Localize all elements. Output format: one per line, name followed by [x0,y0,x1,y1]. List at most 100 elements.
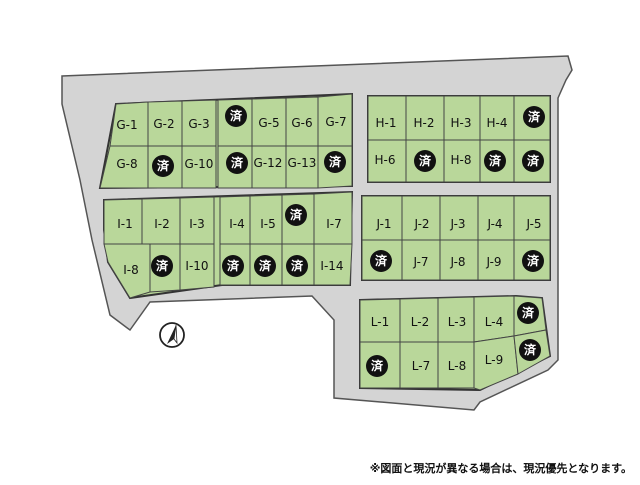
lot-h-10[interactable]: 済 [513,139,551,183]
lot-j-6[interactable]: 済 [361,239,403,281]
sold-badge-icon: 済 [366,355,388,377]
lot-j-8[interactable]: J-8 [439,239,479,281]
lot-l-10[interactable]: 済 [513,329,551,375]
lot-l-3[interactable]: L-3 [437,296,475,343]
lot-parcel[interactable] [313,243,353,286]
lot-label: I-1 [117,217,133,231]
lot-h-8[interactable]: H-8 [443,139,481,183]
lot-parcel[interactable] [473,335,519,391]
sold-mark: 済 [371,358,384,373]
sold-badge-icon: 済 [519,339,541,361]
north-arrow-icon [159,322,185,348]
lot-i-7[interactable]: I-7 [313,191,353,245]
lot-g-4[interactable]: 済 [217,98,253,147]
lot-i-4[interactable]: I-4 [219,195,251,245]
lot-label: L-1 [371,315,389,329]
lot-h-7[interactable]: 済 [405,139,445,183]
lot-j-5[interactable]: J-5 [513,195,551,241]
lot-g-3[interactable]: G-3 [181,99,217,147]
lot-parcel[interactable] [103,243,151,299]
sold-badge-icon: 済 [152,155,174,177]
lot-j-1[interactable]: J-1 [361,195,403,241]
lot-i-14[interactable]: I-14 [313,243,353,286]
lot-l-2[interactable]: L-2 [399,297,439,343]
sold-mark: 済 [527,153,540,168]
lot-h-1[interactable]: H-1 [367,95,407,141]
lot-l-7[interactable]: L-7 [399,341,439,389]
lot-j-9[interactable]: J-9 [477,239,515,281]
lot-g-11[interactable]: 済 [217,145,253,189]
lot-label: H-1 [376,116,397,130]
lot-label: L-9 [485,353,503,367]
lot-g-14[interactable]: 済 [317,145,353,189]
lot-g-1[interactable]: G-1 [109,101,149,147]
sold-mark: 済 [290,207,303,222]
sold-mark: 済 [156,258,169,273]
lot-h-5[interactable]: 済 [513,95,551,141]
lot-l-4[interactable]: L-4 [473,295,515,343]
lot-l-9[interactable]: L-9 [473,335,519,391]
lot-i-2[interactable]: I-2 [141,197,181,245]
sold-badge-icon: 済 [484,150,506,172]
lot-i-11[interactable]: 済 [219,243,251,286]
lot-label: G-3 [188,117,209,131]
lot-parcel[interactable] [181,145,217,189]
sold-badge-icon: 済 [254,255,276,277]
lot-label: I-4 [229,217,245,231]
lot-j-2[interactable]: J-2 [401,195,441,241]
lot-g-12[interactable]: G-12 [251,145,287,189]
lot-label: I-8 [123,263,139,277]
lot-g-10[interactable]: G-10 [181,145,217,189]
sold-mark: 済 [230,108,243,123]
sold-badge-icon: 済 [522,250,544,272]
lot-g-5[interactable]: G-5 [251,97,287,147]
lot-i-12[interactable]: 済 [249,243,283,286]
lot-h-2[interactable]: H-2 [405,95,445,141]
lot-h-3[interactable]: H-3 [443,95,481,141]
lot-j-10[interactable]: 済 [513,239,551,281]
lot-label: J-7 [412,255,428,269]
lot-h-9[interactable]: 済 [479,139,515,183]
lot-label: G-1 [116,118,137,132]
lot-l-8[interactable]: L-8 [437,341,475,389]
lot-i-10[interactable]: I-10 [179,243,215,291]
lot-g-7[interactable]: G-7 [317,93,353,147]
lot-label: H-8 [451,153,472,167]
lot-i-6[interactable]: 済 [281,193,315,245]
lot-i-9[interactable]: 済 [149,243,181,293]
lot-g-9[interactable]: 済 [147,145,183,189]
lot-label: J-8 [449,255,465,269]
sold-mark: 済 [291,258,304,273]
lot-i-13[interactable]: 済 [281,243,315,286]
lot-label: I-5 [260,217,276,231]
lot-i-1[interactable]: I-1 [103,198,143,245]
sold-mark: 済 [157,158,170,173]
lot-g-6[interactable]: G-6 [285,96,319,147]
lot-i-8[interactable]: I-8 [103,243,151,299]
footnote-text: ※図面と現況が異なる場合は、現況優先となります。 [369,462,632,475]
lot-h-6[interactable]: H-6 [367,139,407,183]
lot-label: H-4 [487,116,508,130]
lot-l-6[interactable]: 済 [359,341,401,389]
lot-i-3[interactable]: I-3 [179,196,215,245]
lot-parcel[interactable] [179,243,215,291]
lot-label: H-6 [375,153,396,167]
lot-j-7[interactable]: J-7 [401,239,441,281]
lot-j-4[interactable]: J-4 [477,195,515,241]
lot-h-4[interactable]: H-4 [479,95,515,141]
sold-mark: 済 [419,153,432,168]
lot-g-2[interactable]: G-2 [147,100,183,147]
lot-j-3[interactable]: J-3 [439,195,479,241]
lot-label: G-13 [288,156,317,170]
sold-mark: 済 [329,154,342,169]
lot-g-13[interactable]: G-13 [285,145,319,189]
lot-label: G-10 [185,157,214,171]
lot-g-8[interactable]: G-8 [99,145,149,189]
sold-mark: 済 [231,155,244,170]
sold-mark: 済 [524,342,537,357]
lot-l-5[interactable]: 済 [513,295,547,337]
lot-l-1[interactable]: L-1 [359,298,401,343]
lot-i-5[interactable]: I-5 [249,194,283,245]
sold-mark: 済 [227,258,240,273]
